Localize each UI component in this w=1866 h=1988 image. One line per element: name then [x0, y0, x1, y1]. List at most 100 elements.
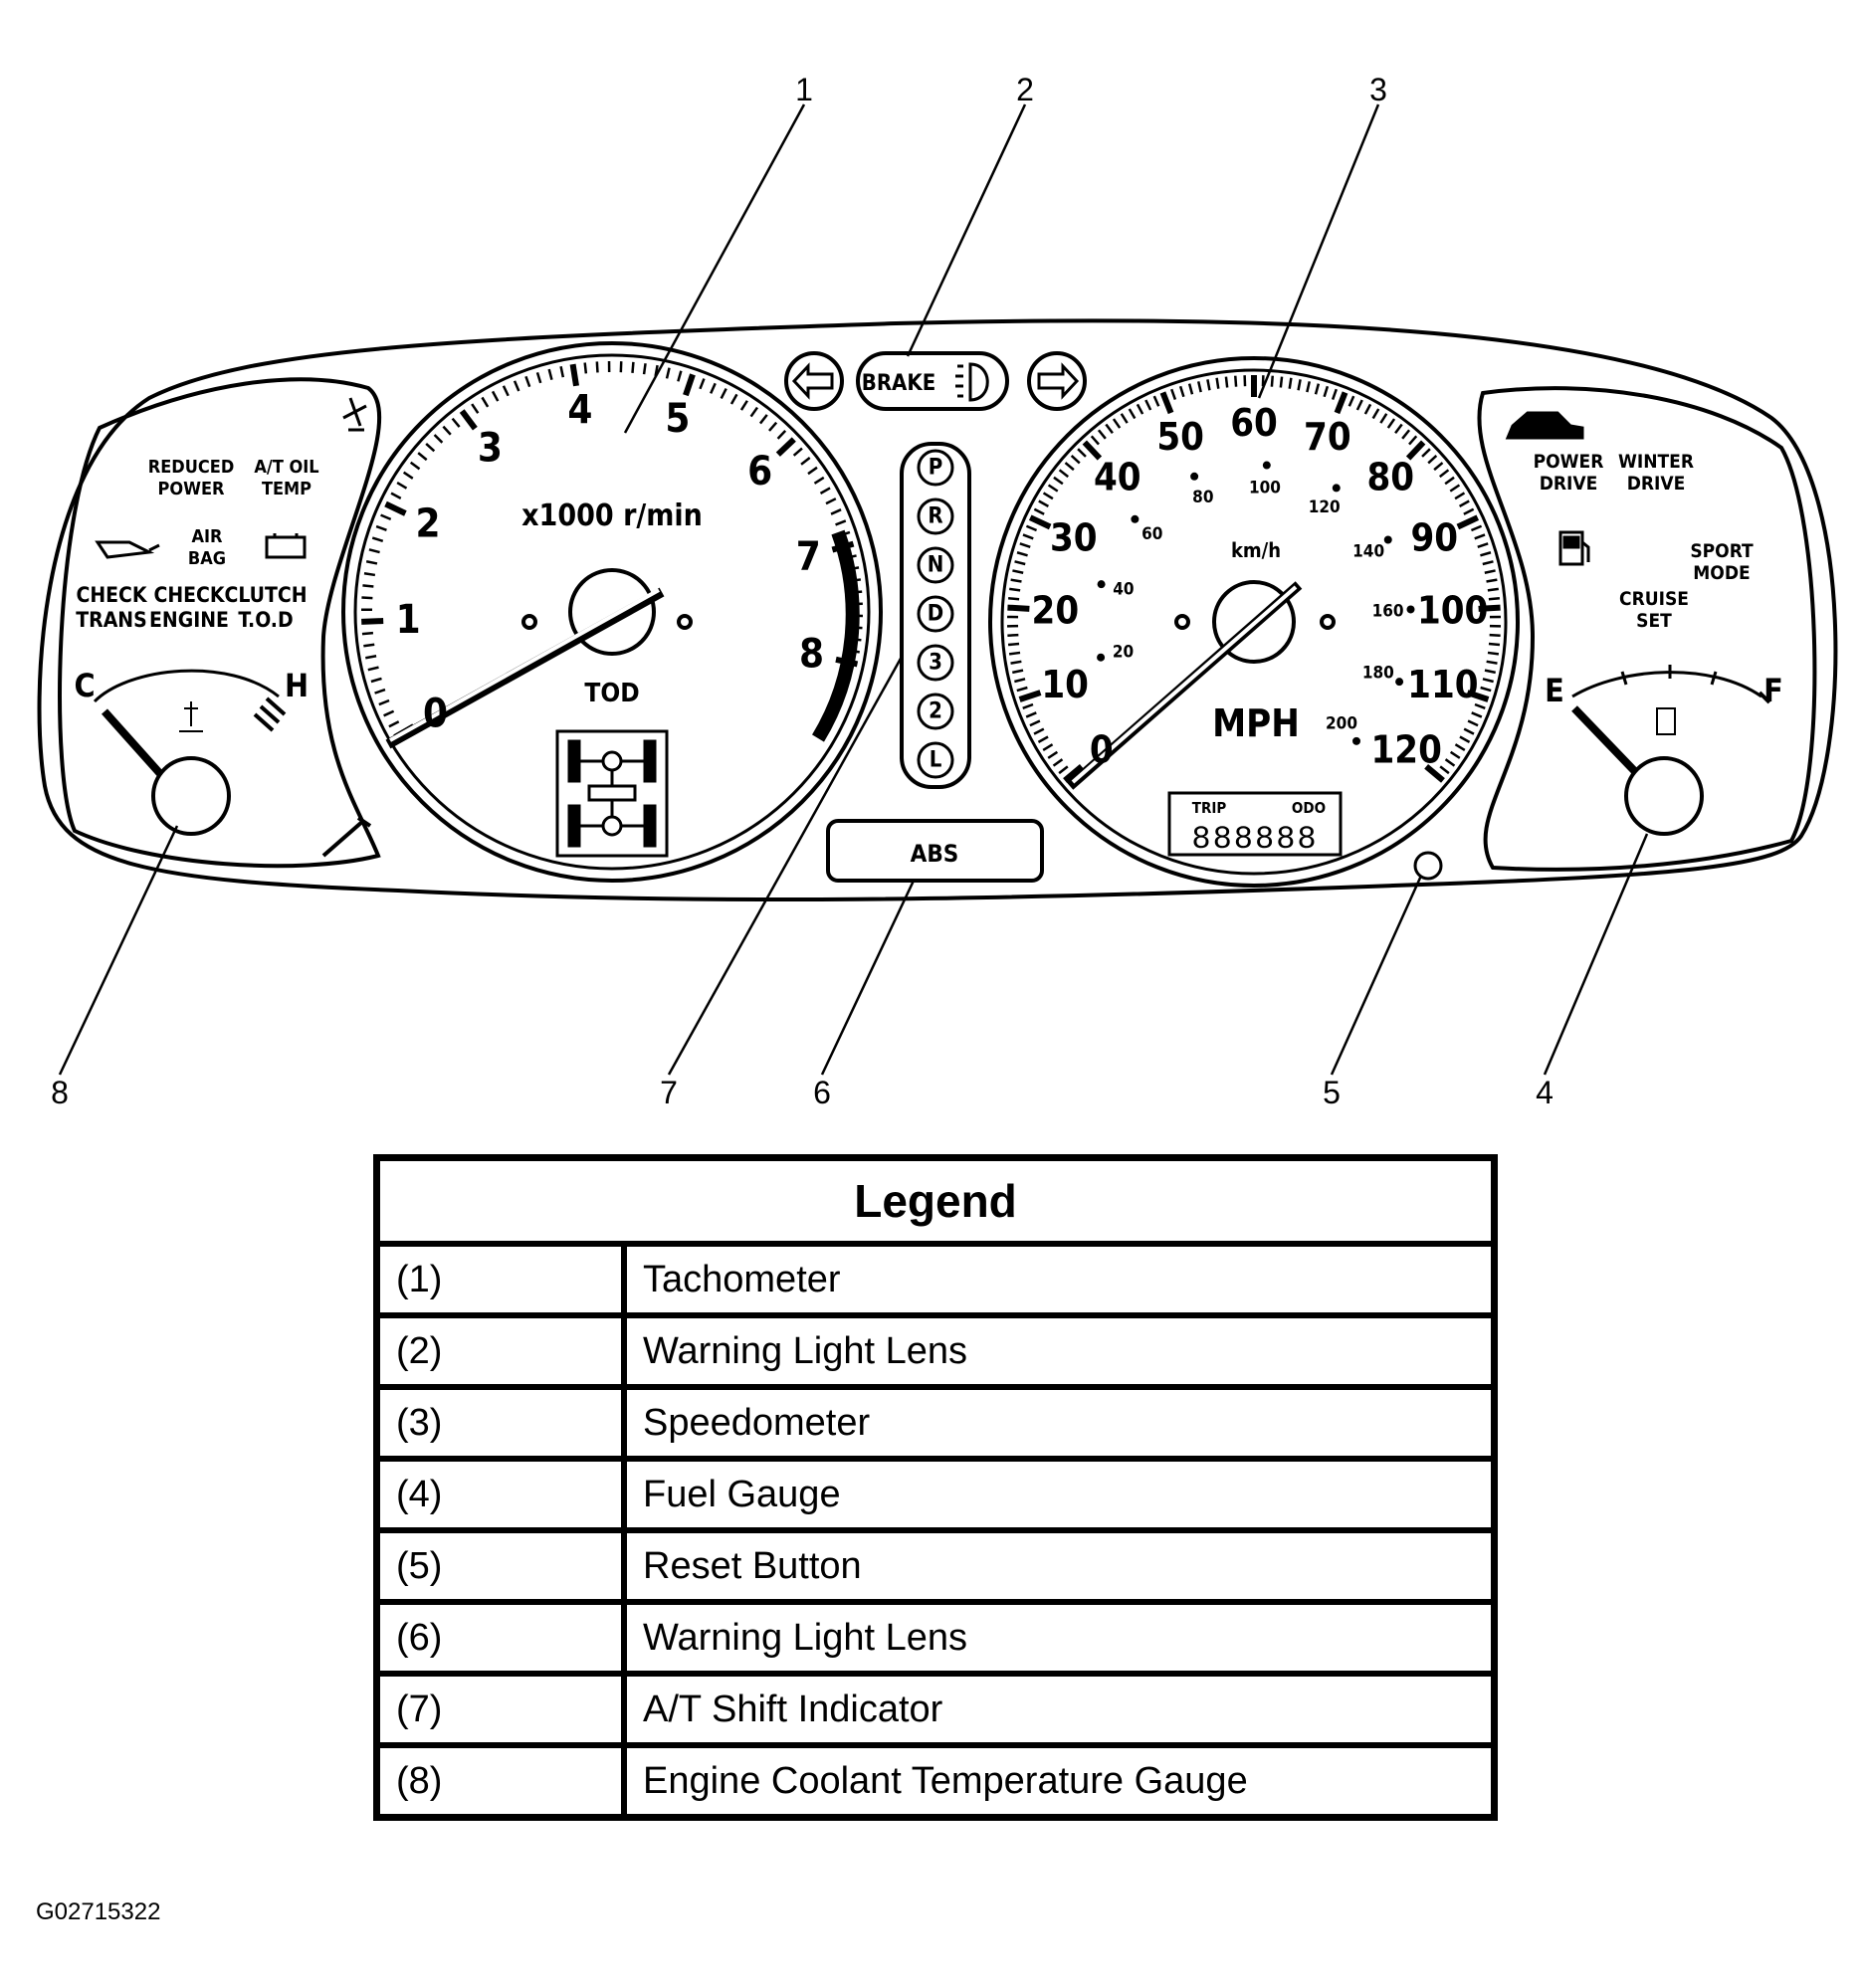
figure-id: G02715322	[36, 1898, 161, 1925]
legend-row: (5)Reset Button	[373, 1527, 1498, 1605]
minor-tick	[1487, 587, 1499, 592]
minor-tick	[361, 596, 373, 600]
major-tick	[1007, 604, 1030, 612]
legend-row: (8)Engine Coolant Temperature Gauge	[373, 1742, 1498, 1821]
minor-tick	[1463, 727, 1475, 735]
minor-tick	[1038, 499, 1049, 507]
legend-description: Reset Button	[621, 1527, 1498, 1605]
minor-tick	[1363, 403, 1372, 415]
minor-tick	[1270, 375, 1274, 387]
minor-tick	[1474, 702, 1486, 710]
oil-pressure-icon	[95, 540, 160, 559]
minor-tick	[1052, 758, 1064, 767]
minor-tick	[1288, 377, 1293, 389]
minor-tick	[388, 720, 400, 728]
minor-tick	[559, 366, 565, 378]
minor-tick	[442, 425, 452, 436]
kmh-numeral: 100	[1249, 478, 1281, 497]
mph-numeral: 90	[1410, 515, 1458, 559]
minor-tick	[1482, 678, 1494, 684]
callout-8: 8	[51, 1075, 69, 1110]
minor-tick	[368, 548, 380, 554]
mph-numeral: 120	[1371, 728, 1442, 772]
tachometer-unit-label: x1000 r/min	[521, 498, 703, 533]
minor-tick	[800, 457, 811, 466]
minor-tick	[720, 388, 727, 399]
kmh-dot	[1262, 461, 1271, 470]
minor-tick	[1487, 651, 1500, 656]
minor-tick	[524, 375, 531, 388]
minor-tick	[1012, 669, 1024, 675]
odometer-display: TRIP ODO 888888	[1167, 791, 1343, 858]
minor-tick	[1144, 399, 1152, 411]
mph-numeral: 110	[1407, 663, 1478, 706]
kmh-dot	[1332, 484, 1341, 493]
abs-label: ABS	[911, 840, 959, 868]
shift-position-n: N	[928, 553, 944, 578]
mph-numeral: 0	[1090, 728, 1114, 772]
minor-tick	[1486, 660, 1498, 665]
minor-tick	[1029, 719, 1041, 727]
kmh-dot	[1131, 514, 1140, 523]
kmh-dot	[1383, 535, 1392, 544]
kmh-numeral: 20	[1113, 643, 1134, 663]
kmh-numeral: 120	[1309, 497, 1341, 517]
legend-header-row: Legend	[373, 1154, 1498, 1247]
minor-tick	[535, 372, 542, 384]
major-tick	[775, 437, 796, 457]
legend-row: (3)Speedometer	[373, 1384, 1498, 1462]
minor-tick	[1022, 702, 1034, 710]
minor-tick	[1070, 455, 1081, 465]
legend-description: Tachometer	[621, 1241, 1498, 1318]
major-tick	[1456, 514, 1480, 530]
legend-number: (5)	[373, 1527, 627, 1605]
odo-label: ODO	[1292, 799, 1326, 817]
minor-tick	[1206, 379, 1211, 391]
minor-tick	[1470, 524, 1483, 532]
callout-2: 2	[1016, 72, 1034, 107]
major-tick	[1063, 763, 1084, 783]
minor-tick	[1037, 735, 1049, 743]
legend-row: (6)Warning Light Lens	[373, 1599, 1498, 1677]
legend-number: (3)	[373, 1384, 627, 1462]
fuel-empty-label: E	[1545, 672, 1564, 709]
minor-tick	[749, 406, 758, 418]
svg-text:DRIVE: DRIVE	[1627, 473, 1686, 495]
left-warning-lights: REDUCED POWER A/T OIL TEMP AIR BAG CHECK…	[76, 457, 318, 632]
tachometer-numeral: 8	[799, 632, 824, 678]
kmh-dot	[1351, 736, 1360, 745]
tachometer-numeral: 4	[567, 388, 592, 434]
minor-tick	[383, 709, 395, 717]
mph-numeral: 70	[1304, 415, 1351, 459]
brake-label: BRAKE	[862, 371, 936, 396]
minor-tick	[1014, 560, 1026, 566]
svg-text:DRIVE: DRIVE	[1540, 473, 1598, 495]
minor-tick	[1394, 423, 1403, 435]
mph-numeral: 30	[1050, 515, 1098, 559]
callout-6: 6	[813, 1075, 831, 1110]
minor-tick	[1187, 383, 1194, 395]
reset-button[interactable]	[1413, 851, 1443, 881]
minor-tick	[1489, 633, 1501, 637]
kmh-numeral: 40	[1113, 580, 1134, 600]
temp-hot-label: H	[285, 667, 309, 704]
major-tick	[384, 500, 407, 516]
minor-tick	[1467, 719, 1479, 727]
fuel-gauge: E F	[1545, 665, 1783, 836]
minor-tick	[1053, 476, 1064, 486]
minor-tick	[1152, 395, 1160, 407]
minor-tick	[396, 481, 408, 490]
wrench-icon	[321, 816, 372, 858]
minor-tick	[1077, 448, 1087, 458]
minor-tick	[1459, 499, 1470, 507]
minor-tick	[1047, 484, 1059, 493]
minor-tick	[1120, 413, 1129, 424]
minor-tick	[451, 417, 461, 428]
minor-tick	[1234, 375, 1238, 387]
major-tick	[1424, 763, 1445, 783]
tod-label: TOD	[584, 679, 639, 708]
minor-tick	[1454, 492, 1466, 500]
minor-tick	[374, 688, 386, 695]
minor-tick	[378, 698, 390, 706]
